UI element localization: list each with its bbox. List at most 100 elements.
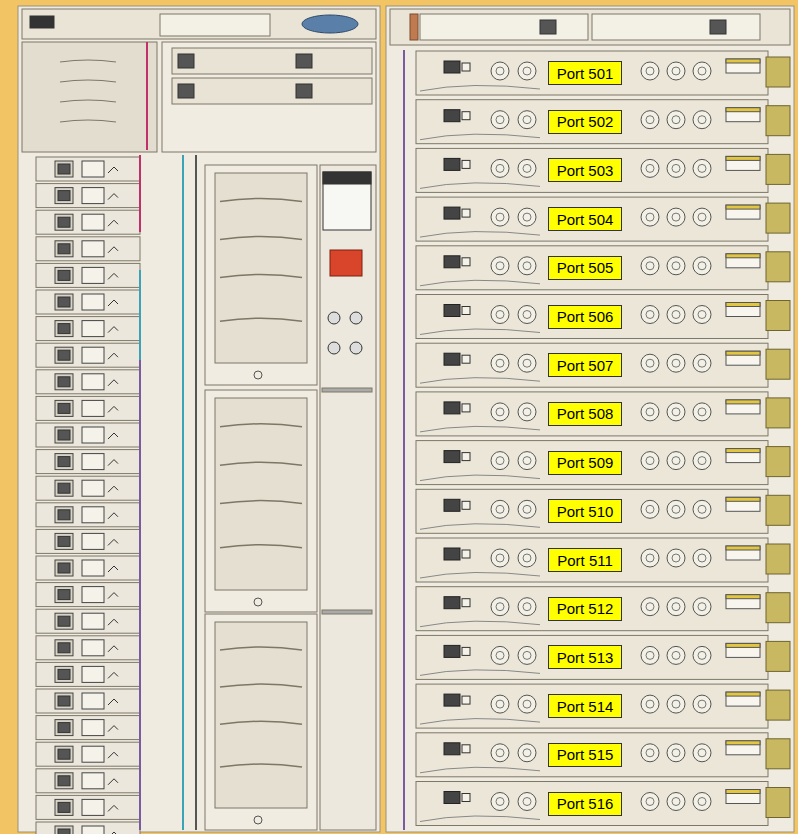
fan-louver [220,462,302,465]
fiber-cable [420,524,540,530]
fiber-coil [523,164,531,172]
fiber-coil [496,505,504,513]
breaker [82,374,104,390]
breaker [82,454,104,470]
fiber-coil [693,793,711,811]
fiber-adapter [766,57,790,87]
breaker-toggle [58,217,70,227]
breaker-row [36,742,140,766]
card-led [462,745,470,753]
breaker-row [36,609,140,633]
card-connector [444,451,460,463]
breaker [82,507,104,523]
fan-face [215,398,307,590]
card-led [462,647,470,655]
fiber-coil [491,793,509,811]
card-led [462,794,470,802]
port-card [416,197,768,241]
breaker-icon [108,406,118,412]
panel-seam [322,610,372,614]
fiber-coil [646,262,654,270]
card-tag [726,156,760,170]
fiber-adapter [766,349,790,379]
panel-seam [322,388,372,392]
header-latch [540,20,556,34]
breaker [82,773,104,789]
fiber-cable [420,280,540,286]
card-tag-band [726,741,760,745]
port-card [416,246,768,290]
fiber-coil [491,208,509,226]
breaker-icon [108,832,118,834]
fiber-coil [491,646,509,664]
card-connector [444,61,460,73]
fiber-coil [698,164,706,172]
breaker [82,214,104,230]
port-label: Port 513 [548,645,622,669]
breaker-icon [108,353,118,359]
fiber-cable [420,378,540,384]
port-label: Port 509 [548,451,622,475]
breaker [82,799,104,815]
breaker [55,587,73,603]
port-name: Port 514 [557,699,614,714]
breaker-icon [108,566,118,572]
fiber-coil [518,306,536,324]
port-label: Port 508 [548,402,622,426]
drawer-slot [60,100,116,102]
fiber-coil [646,311,654,319]
fiber-coil [698,213,706,221]
fiber-adapter [766,203,790,233]
breaker [55,666,73,682]
breaker-icon [108,672,118,678]
breaker-toggle [58,643,70,653]
card-led [462,160,470,168]
card-tag-band [726,156,760,160]
port-card [416,100,768,144]
card-connector [444,256,460,268]
fiber-coil [496,700,504,708]
fiber-coil [523,798,531,806]
fiber-adapter [766,739,790,769]
fiber-coil [693,549,711,567]
breaker-toggle [58,829,70,834]
fiber-coil [518,62,536,80]
card-tag-band [726,254,760,258]
port-name: Port 506 [557,309,614,324]
fiber-coil [518,695,536,713]
breaker-icon [108,805,118,811]
fiber-coil [491,598,509,616]
fiber-coil [496,213,504,221]
card-led [462,209,470,217]
breaker [55,507,73,523]
breaker [55,480,73,496]
fiber-coil [496,67,504,75]
breaker [82,427,104,443]
fiber-cable [420,426,540,432]
fiber-coil [672,554,680,562]
breaker-toggle [58,457,70,467]
fiber-coil [672,603,680,611]
fiber-coil [693,62,711,80]
port-card [416,148,768,192]
port-name: Port 515 [557,747,614,762]
fiber-coil [491,159,509,177]
fiber-cable [420,816,540,822]
port-label: Port 512 [548,597,622,621]
fiber-coil [523,213,531,221]
breaker [55,400,73,416]
fiber-coil [693,306,711,324]
breaker [82,560,104,576]
fan-louver [220,275,302,278]
breaker [82,161,104,177]
fiber-coil [523,749,531,757]
port-label: Port 510 [548,499,622,523]
port-card [416,441,768,485]
fan-louver [220,501,302,504]
breaker-toggle [58,164,70,174]
fiber-adapter [766,447,790,477]
logo-mark [302,15,358,33]
breaker [82,480,104,496]
port-card [416,635,768,679]
fan-louver [220,647,302,650]
